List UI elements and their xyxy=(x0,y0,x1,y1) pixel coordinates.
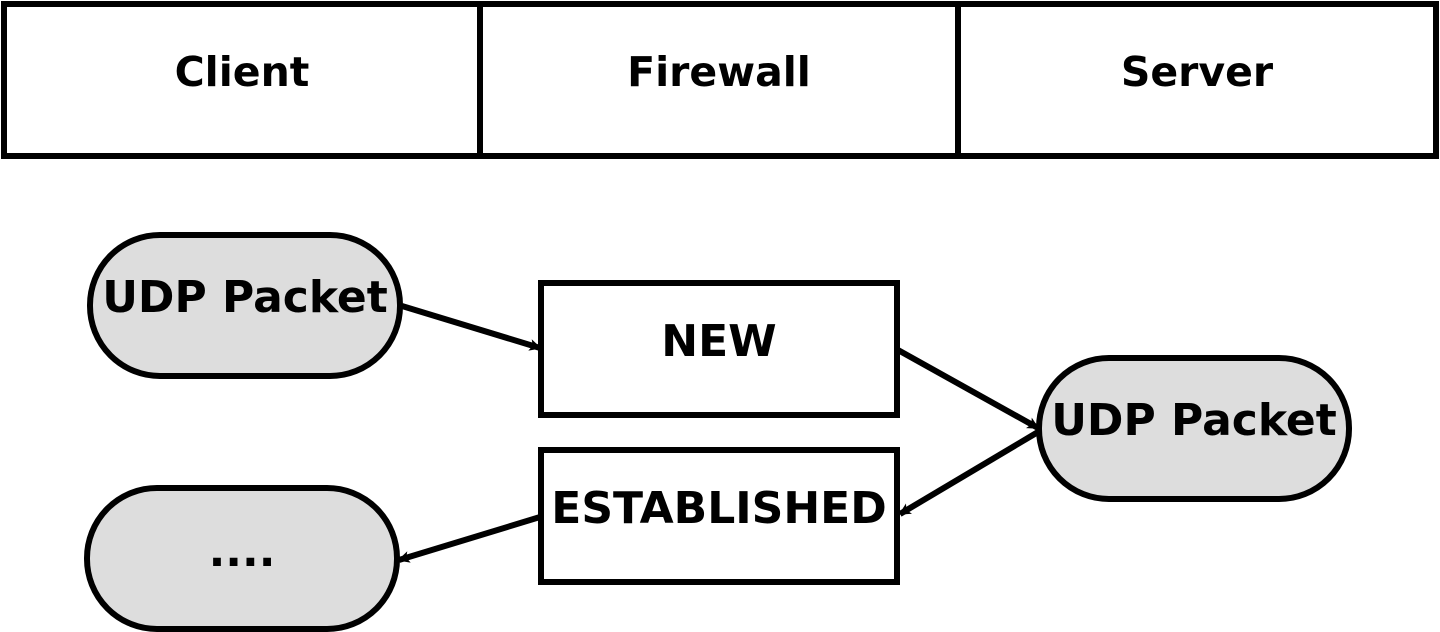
client-packet-shape xyxy=(87,232,403,379)
lane-server xyxy=(955,1,1439,159)
node-state-established: ESTABLISHED xyxy=(538,447,900,585)
edge-new-to-server-packet xyxy=(896,347,1040,431)
server-packet-shape xyxy=(1036,355,1352,502)
lane-client-label: Client xyxy=(175,48,310,96)
state-established-shape xyxy=(538,447,900,585)
client-next-shape xyxy=(84,485,400,632)
node-server-packet: UDP Packet xyxy=(1036,355,1352,502)
client-packet-label: UDP Packet xyxy=(102,272,388,323)
lane-firewall-label: Firewall xyxy=(627,48,811,96)
state-established-label: ESTABLISHED xyxy=(551,483,886,534)
lane-firewall xyxy=(477,1,961,159)
node-state-new: NEW xyxy=(538,280,900,418)
node-client-packet: UDP Packet xyxy=(87,232,403,379)
server-packet-label: UDP Packet xyxy=(1051,395,1337,446)
edges xyxy=(397,303,1040,563)
node-client-next: .... xyxy=(84,485,400,632)
lane-client xyxy=(1,1,483,159)
state-new-label: NEW xyxy=(661,316,776,367)
edge-established-to-client-next xyxy=(397,514,541,563)
edge-server-packet-to-established xyxy=(898,429,1040,517)
client-next-label: .... xyxy=(209,526,276,577)
state-new-shape xyxy=(538,280,900,418)
edge-client-packet-to-new xyxy=(401,303,542,351)
lane-header: Client Firewall Server xyxy=(1,1,1439,159)
lane-server-label: Server xyxy=(1121,48,1274,96)
